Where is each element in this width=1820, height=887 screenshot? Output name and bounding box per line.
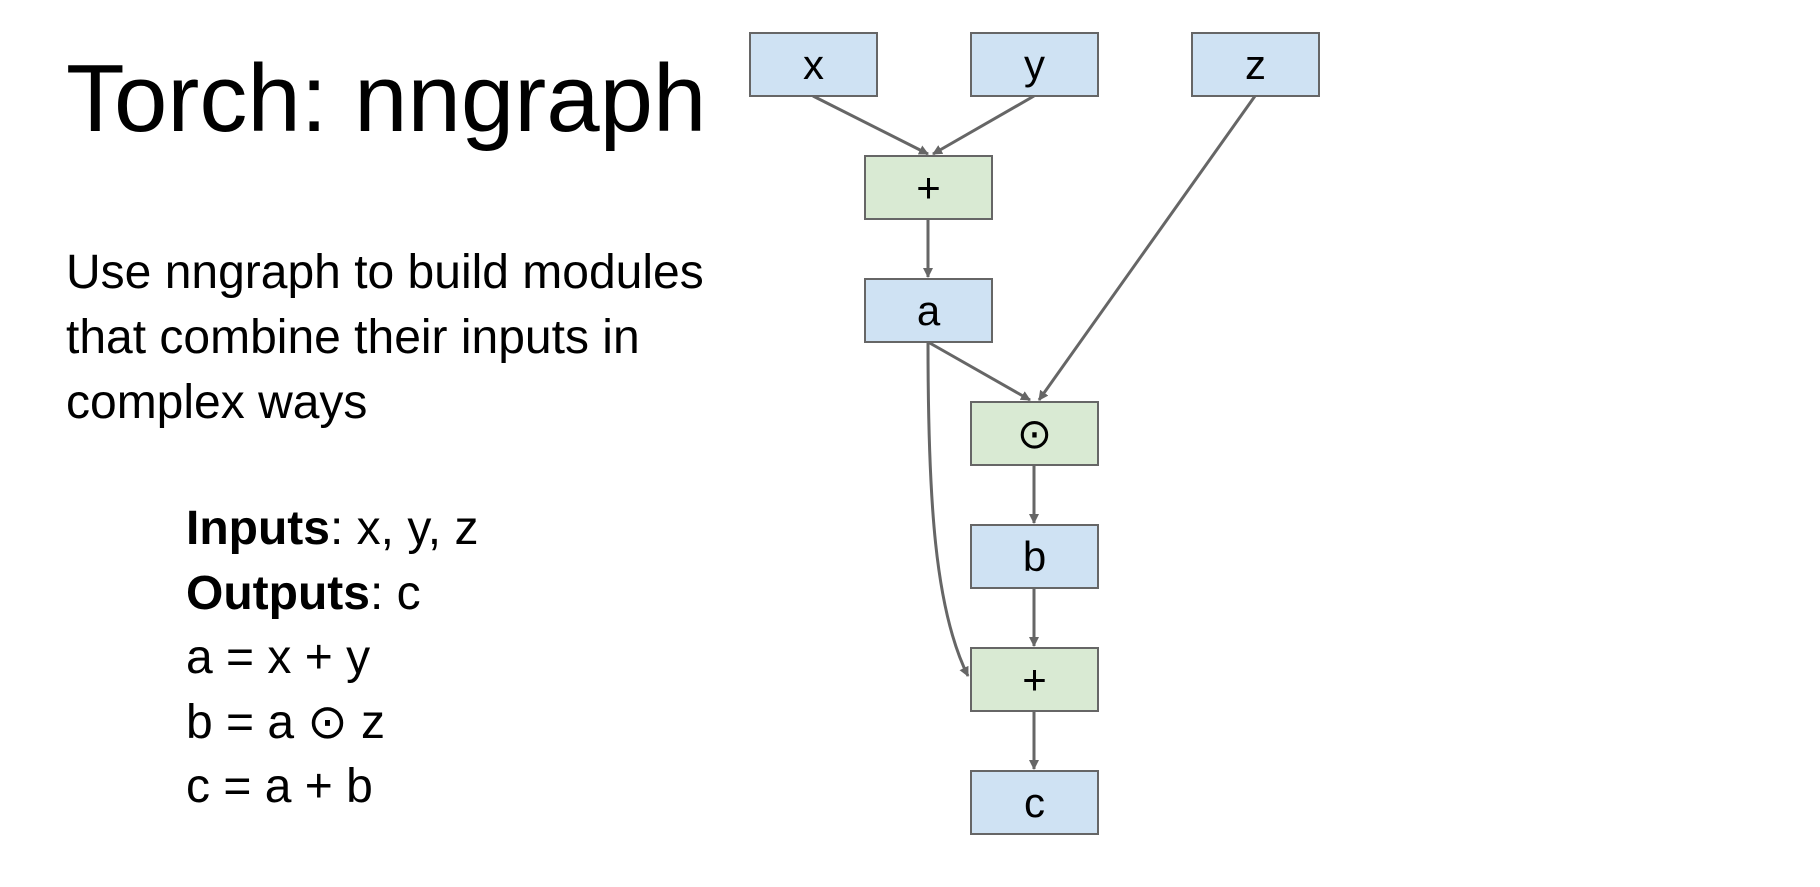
outputs-label: Outputs	[186, 566, 370, 620]
node-plus1: +	[864, 155, 993, 220]
description-line: complex ways	[66, 376, 368, 429]
edge-a-to-odot	[927, 340, 1031, 402]
node-box-z	[1191, 32, 1320, 97]
node-box-plus1	[864, 155, 993, 220]
node-label-a: a	[917, 287, 941, 334]
edge-x-to-plus1	[812, 94, 929, 156]
inputs-line: Inputs: x, y, z	[186, 497, 478, 562]
node-box-y	[970, 32, 1099, 97]
node-box-a	[864, 278, 993, 343]
node-label-c: c	[1024, 779, 1045, 826]
node-label-plus2: +	[1022, 656, 1047, 703]
node-z: z	[1191, 32, 1320, 97]
node-x: x	[749, 32, 878, 97]
edges-layer	[812, 94, 1257, 770]
inputs-value: : x, y, z	[329, 502, 479, 555]
node-label-plus1: +	[916, 164, 941, 211]
node-label-x: x	[803, 41, 824, 88]
node-odot: ⊙	[970, 401, 1099, 466]
node-a: a	[864, 278, 993, 343]
description-line: Use nngraph to build modules	[66, 246, 704, 299]
node-box-x	[749, 32, 878, 97]
nodes-layer: x y z + a ⊙ b + c	[749, 32, 1320, 835]
node-label-odot: ⊙	[1017, 410, 1052, 457]
inputs-label: Inputs	[186, 502, 330, 555]
node-label-b: b	[1023, 533, 1046, 580]
node-label-z: z	[1245, 41, 1266, 88]
node-box-b	[970, 524, 1099, 589]
equation-a: a = x + y	[186, 631, 371, 684]
node-plus2: +	[970, 647, 1099, 712]
node-label-y: y	[1024, 41, 1045, 88]
equation-c: c = a + b	[186, 760, 373, 813]
node-c: c	[970, 770, 1099, 835]
graph-spec: Inputs: x, y, z Outputs: c a = x + y b =…	[186, 497, 478, 820]
equation-b: b = a ⊙ z	[186, 695, 385, 749]
edge-z-to-odot	[1037, 95, 1257, 401]
node-y: y	[970, 32, 1099, 97]
outputs-value: : c	[369, 566, 421, 620]
node-box-plus2	[970, 647, 1099, 712]
description-line: that combine their inputs in	[66, 311, 640, 364]
outputs-line: Outputs: c	[186, 562, 478, 627]
node-box-c	[970, 770, 1099, 835]
slide-title: Torch: nngraph	[66, 45, 707, 152]
node-box-odot	[970, 401, 1099, 466]
edge-a-to-plus2	[926, 341, 970, 677]
edge-y-to-plus1	[932, 94, 1035, 156]
node-b: b	[970, 524, 1099, 589]
description: Use nngraph to build modules that combin…	[66, 240, 704, 435]
